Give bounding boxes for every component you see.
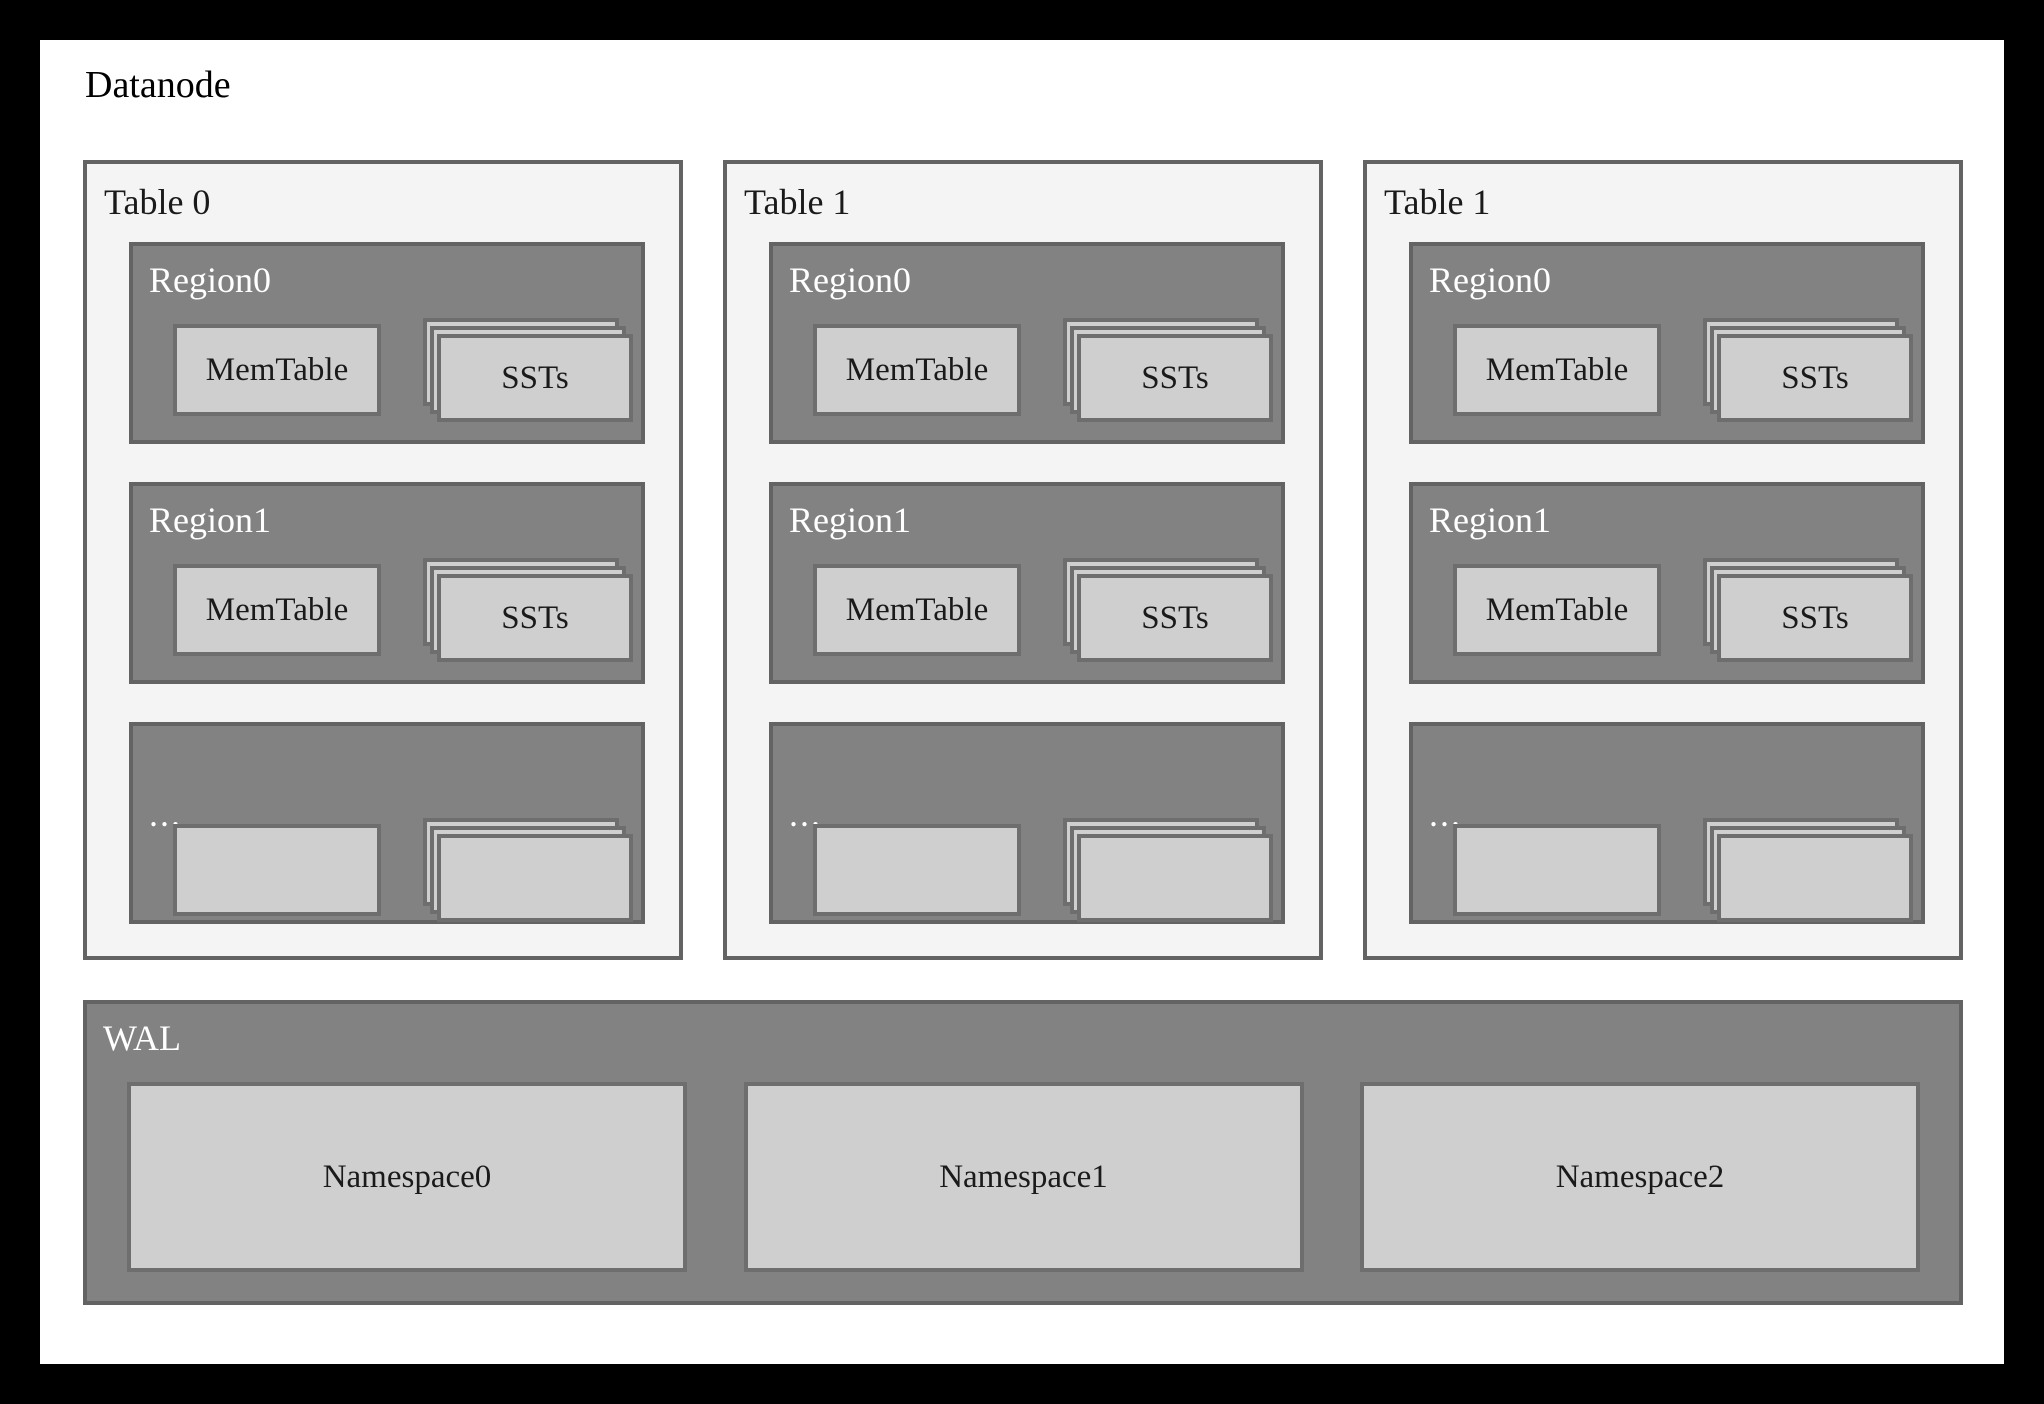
- regions-stack-0: Region0 MemTable SSTs Region1 MemTable: [129, 242, 645, 924]
- sst-stack-1-1[interactable]: SSTs: [1063, 558, 1273, 668]
- sst-sheet-front: SSTs: [437, 574, 633, 662]
- region-slots-0-1: MemTable SSTs: [173, 558, 633, 662]
- table-panel-2[interactable]: Table 1 Region0 MemTable SSTs Region1: [1363, 160, 1963, 960]
- region-title-1-1: Region1: [789, 500, 911, 540]
- memtable-box-0-2[interactable]: [173, 824, 381, 916]
- region-slots-1-1: MemTable SSTs: [813, 558, 1273, 662]
- region-box-1-1[interactable]: Region1 MemTable SSTs: [769, 482, 1285, 684]
- region-slots-2-0: MemTable SSTs: [1453, 318, 1913, 422]
- sst-stack-0-1[interactable]: SSTs: [423, 558, 633, 668]
- wal-title: WAL: [103, 1018, 181, 1058]
- sst-stack-0-2[interactable]: [423, 818, 633, 928]
- region-title-0-1: Region1: [149, 500, 271, 540]
- region-title-2-1: Region1: [1429, 500, 1551, 540]
- sst-stack-0-0[interactable]: SSTs: [423, 318, 633, 428]
- region-box-1-2[interactable]: ...: [769, 722, 1285, 924]
- region-box-2-1[interactable]: Region1 MemTable SSTs: [1409, 482, 1925, 684]
- region-slots-2-2: [1453, 818, 1913, 922]
- namespace-box-2[interactable]: Namespace2: [1360, 1082, 1920, 1272]
- namespace-box-1[interactable]: Namespace1: [743, 1082, 1304, 1272]
- sst-sheet-front: SSTs: [1077, 574, 1273, 662]
- sst-stack-2-1[interactable]: SSTs: [1703, 558, 1913, 668]
- sst-sheet-front: SSTs: [1717, 574, 1913, 662]
- table-panel-0[interactable]: Table 0 Region0 MemTable SSTs Region1: [83, 160, 683, 960]
- table-title-1: Table 1: [744, 182, 851, 222]
- wal-panel[interactable]: WAL Namespace0 Namespace1 Namespace2: [83, 1000, 1963, 1305]
- sst-sheet-front: SSTs: [437, 334, 633, 422]
- region-title-1-0: Region0: [789, 260, 911, 300]
- sst-sheet-front: SSTs: [1077, 334, 1273, 422]
- wal-namespaces: Namespace0 Namespace1 Namespace2: [127, 1082, 1920, 1272]
- tables-row: Table 0 Region0 MemTable SSTs Region1: [83, 160, 1963, 960]
- sst-stack-1-2[interactable]: [1063, 818, 1273, 928]
- table-title-0: Table 0: [104, 182, 211, 222]
- memtable-box-1-1[interactable]: MemTable: [813, 564, 1021, 656]
- memtable-box-0-0[interactable]: MemTable: [173, 324, 381, 416]
- regions-stack-2: Region0 MemTable SSTs Region1 MemTable: [1409, 242, 1925, 924]
- region-slots-0-2: [173, 818, 633, 922]
- region-box-0-2[interactable]: ...: [129, 722, 645, 924]
- region-title-0-0: Region0: [149, 260, 271, 300]
- region-slots-1-2: [813, 818, 1273, 922]
- sst-stack-1-0[interactable]: SSTs: [1063, 318, 1273, 428]
- sst-sheet-front: SSTs: [1717, 334, 1913, 422]
- namespace-box-0[interactable]: Namespace0: [127, 1082, 687, 1272]
- sst-stack-2-0[interactable]: SSTs: [1703, 318, 1913, 428]
- region-slots-1-0: MemTable SSTs: [813, 318, 1273, 422]
- memtable-box-0-1[interactable]: MemTable: [173, 564, 381, 656]
- memtable-box-1-2[interactable]: [813, 824, 1021, 916]
- memtable-box-2-1[interactable]: MemTable: [1453, 564, 1661, 656]
- memtable-box-2-0[interactable]: MemTable: [1453, 324, 1661, 416]
- region-box-2-2[interactable]: ...: [1409, 722, 1925, 924]
- table-panel-1[interactable]: Table 1 Region0 MemTable SSTs Region1: [723, 160, 1323, 960]
- sst-sheet-front: [437, 834, 633, 922]
- table-title-2: Table 1: [1384, 182, 1491, 222]
- region-slots-0-0: MemTable SSTs: [173, 318, 633, 422]
- regions-stack-1: Region0 MemTable SSTs Region1 MemTable: [769, 242, 1285, 924]
- region-box-2-0[interactable]: Region0 MemTable SSTs: [1409, 242, 1925, 444]
- sst-sheet-front: [1077, 834, 1273, 922]
- sst-stack-2-2[interactable]: [1703, 818, 1913, 928]
- memtable-box-1-0[interactable]: MemTable: [813, 324, 1021, 416]
- datanode-canvas: Datanode Table 0 Region0 MemTable SSTs: [40, 40, 2004, 1364]
- region-slots-2-1: MemTable SSTs: [1453, 558, 1913, 662]
- datanode-title: Datanode: [85, 64, 231, 106]
- region-box-1-0[interactable]: Region0 MemTable SSTs: [769, 242, 1285, 444]
- region-box-0-0[interactable]: Region0 MemTable SSTs: [129, 242, 645, 444]
- region-box-0-1[interactable]: Region1 MemTable SSTs: [129, 482, 645, 684]
- region-title-2-0: Region0: [1429, 260, 1551, 300]
- sst-sheet-front: [1717, 834, 1913, 922]
- memtable-box-2-2[interactable]: [1453, 824, 1661, 916]
